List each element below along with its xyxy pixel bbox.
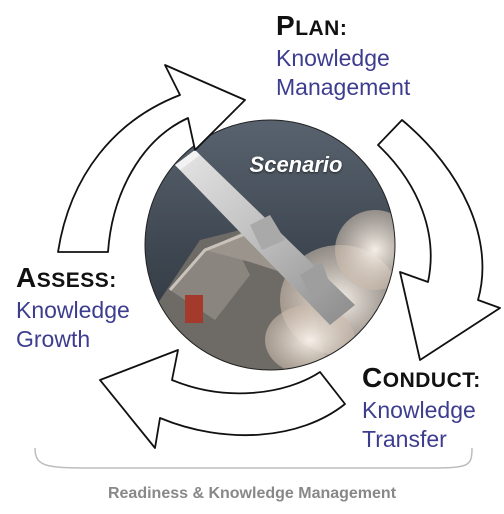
scenario-photo xyxy=(145,120,395,370)
scenario-label: Scenario xyxy=(249,152,343,177)
conduct-line1: Knowledge xyxy=(362,397,476,423)
arrow-bottom-icon xyxy=(99,349,346,449)
footer-caption: Readiness & Knowledge Management xyxy=(107,485,397,502)
plan-heading: PLAN: xyxy=(276,10,348,41)
arrow-right-icon xyxy=(377,119,501,361)
plan-line1: Knowledge xyxy=(276,45,390,71)
conduct-heading: CONDUCT: xyxy=(362,362,481,393)
assess-line1: Knowledge xyxy=(16,297,130,323)
assess-line2: Growth xyxy=(16,326,91,352)
bottom-brace xyxy=(34,447,473,469)
photo-border xyxy=(144,119,396,371)
plan-block: PLAN: Knowledge Management xyxy=(276,12,410,102)
plan-line2: Management xyxy=(276,74,411,100)
assess-heading: ASSESS: xyxy=(16,262,117,293)
arrow-top-icon xyxy=(57,64,246,253)
assess-block: ASSESS: Knowledge Growth xyxy=(16,264,130,354)
conduct-line2: Transfer xyxy=(362,426,447,452)
conduct-block: CONDUCT: Knowledge Transfer xyxy=(362,364,481,454)
